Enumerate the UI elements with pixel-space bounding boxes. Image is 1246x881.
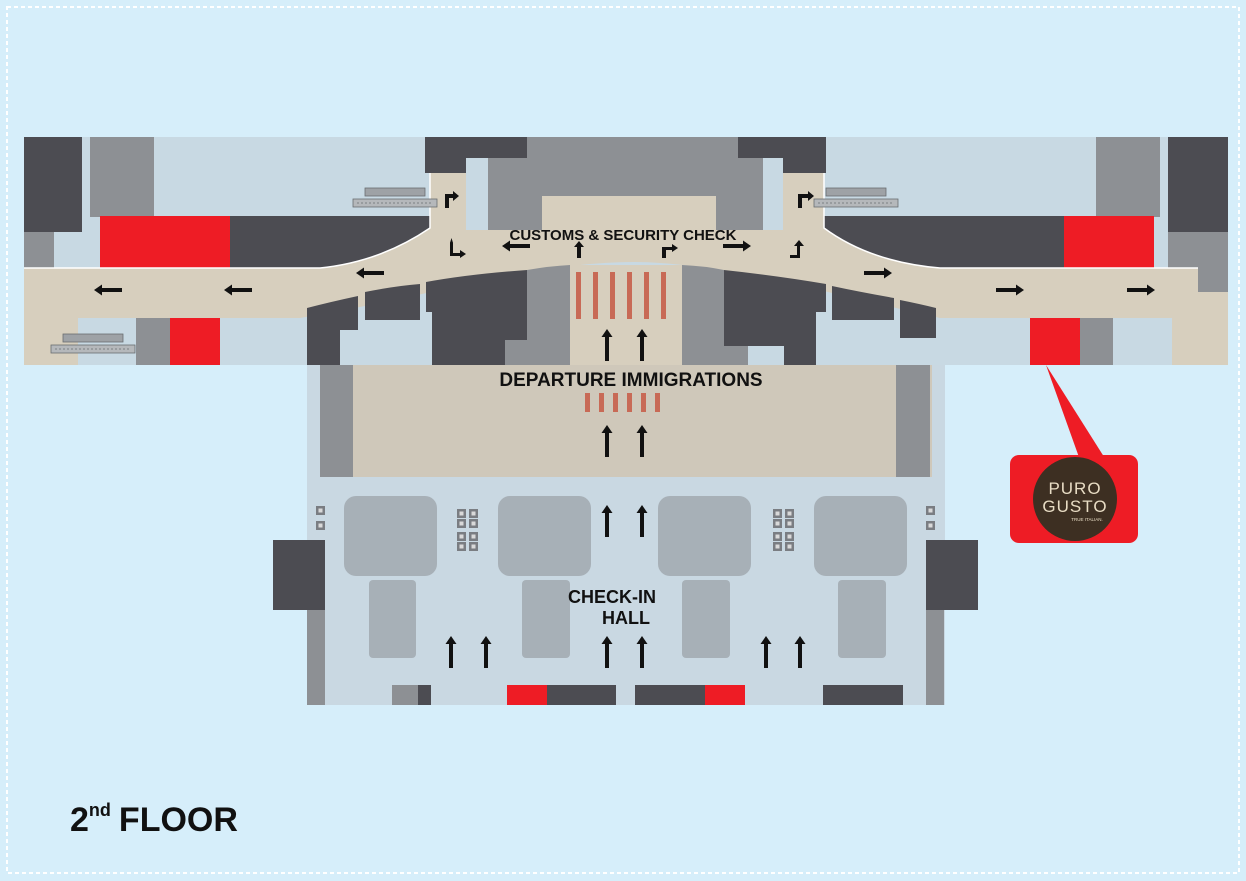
highlight-shop (170, 318, 220, 365)
puro-gusto-shop[interactable] (1030, 318, 1080, 365)
wall-block (307, 610, 325, 705)
passage (466, 158, 488, 230)
puro-gusto-tagline: TRUE ITALIAN. (1071, 517, 1102, 522)
passage (763, 158, 783, 230)
puro-gusto-brand-line2: GUSTO (1042, 497, 1107, 516)
shop-block (1080, 318, 1113, 365)
shop-block (1096, 137, 1160, 217)
shop-block (635, 685, 705, 705)
shop-block (136, 318, 170, 365)
highlight-shop (100, 216, 230, 268)
security-building (488, 137, 763, 230)
shop-block (926, 540, 978, 610)
shop-block (824, 216, 1064, 268)
immigration-crossing (585, 393, 660, 412)
shop-block (505, 265, 570, 365)
shop-block (365, 284, 420, 320)
shop-block (1168, 137, 1228, 232)
shop-block (90, 137, 154, 217)
wall-block (926, 610, 944, 705)
puro-gusto-brand-line1: PURO (1048, 479, 1101, 498)
shop-block (426, 270, 527, 365)
shop-block (230, 216, 430, 268)
shop-block (900, 300, 936, 338)
floor-number: 2 (70, 801, 89, 839)
concourse-walkway (24, 173, 1228, 365)
highlight-shop (1064, 216, 1154, 268)
turn-arrow-icon (445, 191, 814, 258)
departure-immigrations-label: DEPARTURE IMMIGRATIONS (499, 370, 762, 391)
floor-word: FLOOR (119, 801, 238, 839)
checkin-hall-label-line1: CHECK-IN (568, 587, 656, 607)
floor-title: 2nd FLOOR (70, 800, 238, 839)
highlight-shop (507, 685, 547, 705)
shop-block (724, 270, 826, 365)
highlight-shop (705, 685, 745, 705)
floor-suffix: nd (89, 800, 111, 820)
shop-block (547, 685, 616, 705)
checkin-hall-label-line2: HALL (602, 608, 650, 628)
puro-gusto-logo (1033, 457, 1117, 541)
wall-block (320, 365, 353, 477)
shop-block (307, 296, 358, 365)
shop-block (392, 685, 418, 705)
shop-block (832, 286, 894, 320)
shop-block (24, 137, 82, 232)
shop-block (418, 685, 431, 705)
immigration-hall (320, 365, 932, 477)
shop-block (823, 685, 903, 705)
map-border (6, 6, 1240, 874)
wall-block (896, 365, 930, 477)
customs-security-label: CUSTOMS & SECURITY CHECK (510, 227, 737, 244)
customs-crossing (576, 272, 666, 319)
callout-pointer-icon (1046, 365, 1106, 460)
checkin-islands (344, 496, 907, 658)
shop-block (273, 540, 325, 610)
